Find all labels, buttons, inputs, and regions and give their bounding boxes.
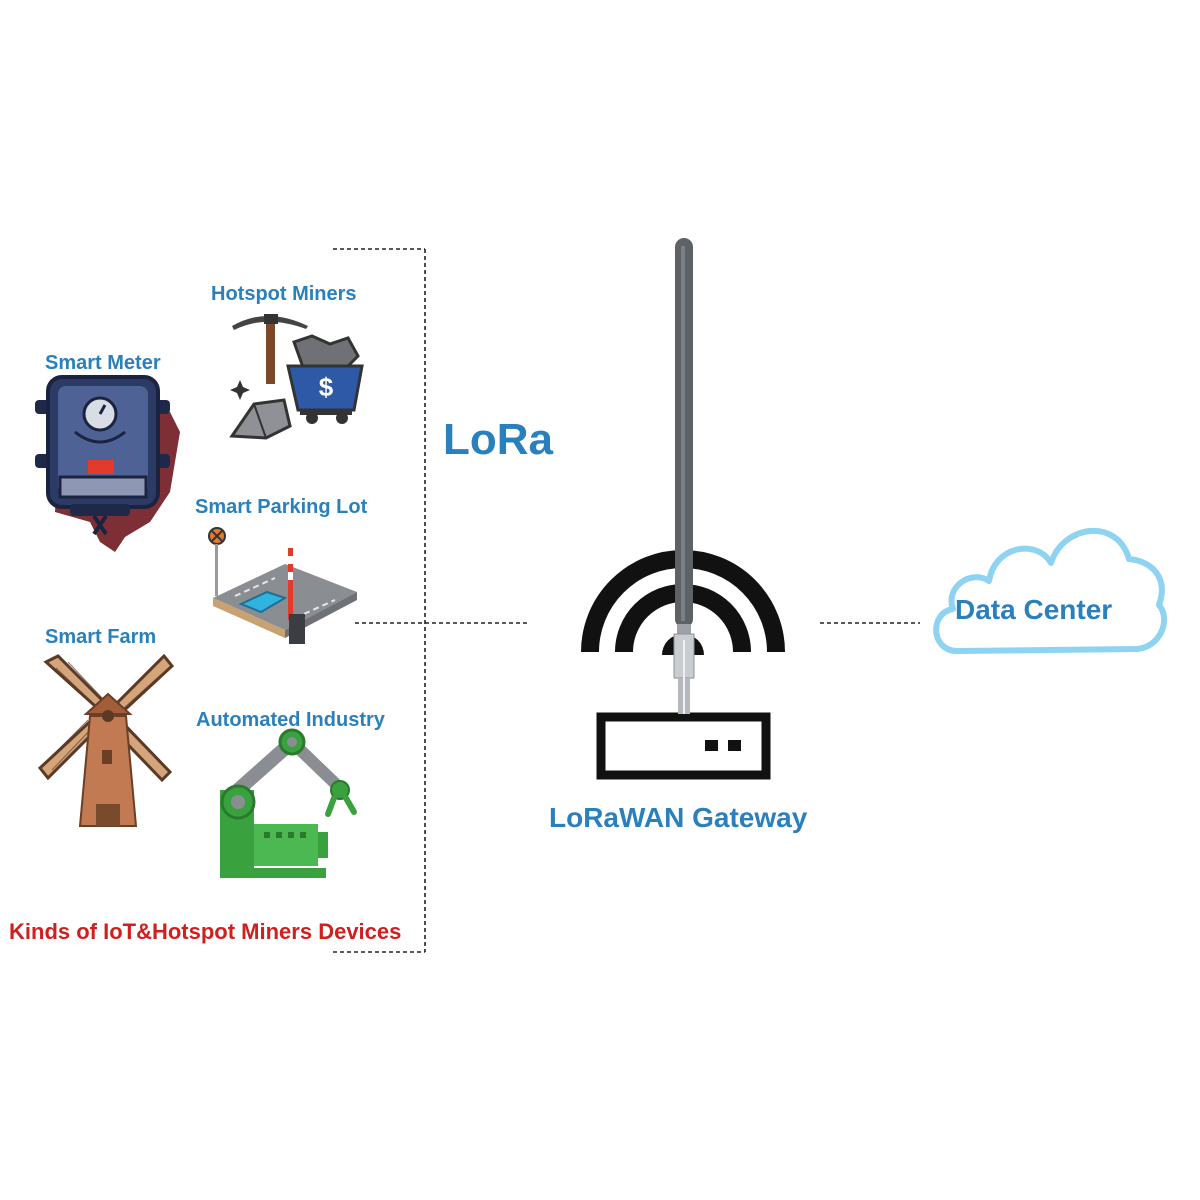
parking-lot-icon [208, 527, 357, 644]
robot-arm-icon [220, 728, 357, 878]
antenna-icon [673, 238, 695, 714]
cloud-icon [933, 528, 1167, 654]
mining-cart-icon: $ [229, 314, 364, 440]
hotspot-miners-label: Hotspot Miners [211, 283, 357, 305]
lorawan-gateway-icon [581, 238, 785, 780]
device-group-bracket [333, 248, 426, 953]
data-center-label: Data Center [955, 594, 1113, 625]
devices-caption: Kinds of IoT&Hotspot Miners Devices [9, 919, 402, 944]
windmill-icon [38, 654, 175, 827]
gateway-label: LoRaWAN Gateway [549, 802, 808, 833]
smart-farm-label: Smart Farm [45, 626, 157, 648]
smart-parking-lot-label: Smart Parking Lot [195, 496, 368, 518]
smart-meter-icon [35, 375, 180, 552]
smart-meter-label: Smart Meter [45, 352, 161, 374]
lora-label: LoRa [443, 415, 553, 464]
svg-text:$: $ [319, 372, 334, 402]
automated-industry-label: Automated Industry [196, 709, 385, 731]
